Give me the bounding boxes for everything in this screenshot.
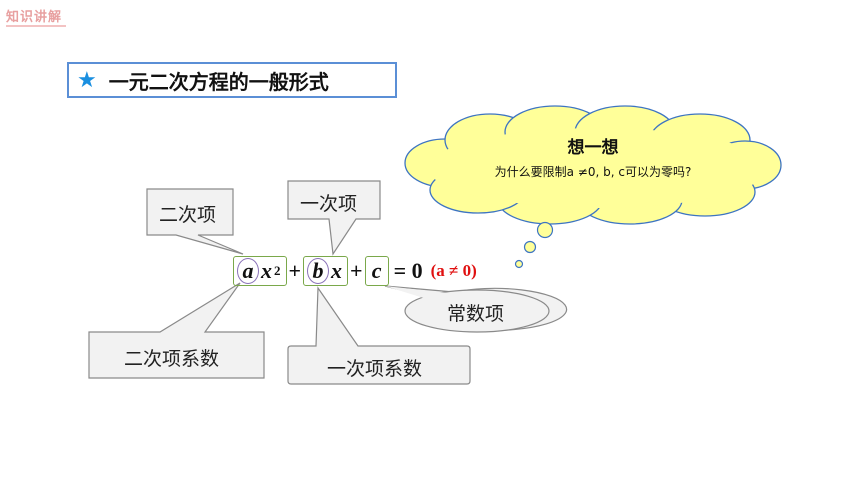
- variable-x: x: [331, 258, 343, 283]
- thought-trail-bubble: [523, 240, 537, 254]
- label-linear-coefficient: 一次项系数: [327, 358, 423, 380]
- quadratic-term-frame: a x 2: [233, 256, 287, 286]
- callout-linear-term-shape: [287, 180, 381, 256]
- thought-question: 为什么要限制a ≠0, b, c可以为零吗?: [494, 165, 692, 179]
- section-title: ★ 一元二次方程的一般形式: [67, 62, 397, 98]
- label-linear-term: 一次项: [300, 193, 358, 215]
- plus-sign: +: [350, 258, 363, 283]
- general-form-equation: a x 2 + b x + c = 0 (a ≠ 0): [233, 254, 477, 288]
- variable-x: x: [261, 258, 272, 283]
- label-quadratic-coefficient: 二次项系数: [124, 348, 220, 370]
- thought-heading: 想一想: [567, 138, 619, 158]
- thought-trail-bubble: [536, 221, 554, 239]
- label-quadratic-term: 二次项: [159, 204, 217, 226]
- constant-c-frame: c: [364, 256, 389, 286]
- callout-quadratic-coefficient-shape: [88, 282, 265, 379]
- coefficient-b-circle: b: [307, 258, 330, 284]
- star-icon: ★: [77, 67, 97, 93]
- thought-trail-bubble: [514, 259, 524, 269]
- label-constant-term: 常数项: [447, 303, 505, 325]
- section-tag: 知识讲解: [6, 6, 67, 27]
- exponent-2: 2: [274, 263, 281, 278]
- linear-term-frame: b x: [303, 256, 349, 286]
- equals-zero: = 0: [393, 258, 423, 283]
- section-title-text: 一元二次方程的一般形式: [108, 69, 329, 94]
- callout-linear-coefficient-shape: [287, 286, 471, 385]
- coefficient-a-circle: a: [237, 258, 259, 284]
- condition-a-not-zero: (a ≠ 0): [430, 261, 477, 280]
- plus-sign: +: [288, 258, 302, 283]
- callout-quadratic-term-shape: [146, 188, 244, 255]
